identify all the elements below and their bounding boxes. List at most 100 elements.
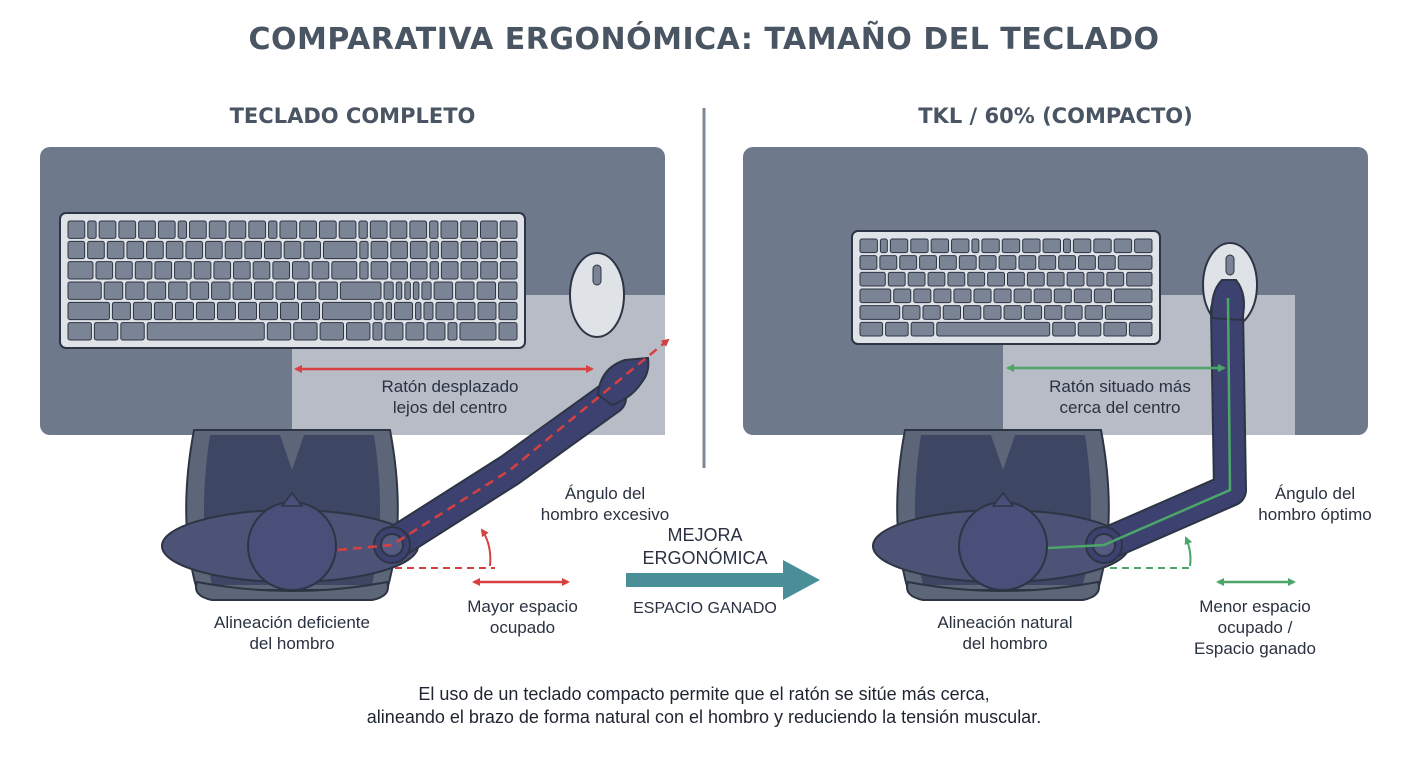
right-key (1052, 321, 1076, 337)
right-key (1113, 288, 1153, 304)
left-key (456, 301, 476, 321)
right-key (981, 238, 1000, 254)
right-key (958, 255, 977, 270)
left-key (248, 220, 267, 239)
left-key (372, 322, 383, 341)
left-key (331, 261, 358, 280)
left-key (390, 261, 408, 280)
left-key (480, 261, 498, 280)
left-key (322, 240, 358, 260)
left-key (322, 301, 372, 321)
right-key (879, 238, 888, 254)
left-key (384, 322, 404, 341)
left-key (303, 240, 321, 260)
left-key (106, 240, 125, 260)
right-key (1103, 321, 1127, 337)
center-space-label: ESPACIO GANADO (633, 600, 777, 617)
left-key (67, 240, 86, 260)
right-key (1128, 321, 1153, 337)
right-arm-angle-line (1047, 297, 1232, 550)
left-panel (40, 147, 670, 601)
left-key (405, 322, 425, 341)
right-key (859, 238, 878, 254)
left-key (358, 220, 368, 239)
left-key (213, 261, 232, 280)
left-key (370, 240, 389, 260)
right-key (1097, 255, 1116, 270)
right-head (958, 501, 1048, 591)
right-key (889, 238, 909, 254)
right-key (1042, 238, 1061, 254)
right-key (942, 305, 962, 320)
left-panel-title: TECLADO COMPLETO (229, 104, 476, 128)
left-key (87, 220, 97, 239)
left-key (189, 281, 210, 300)
left-key (153, 301, 173, 321)
left-key (369, 220, 388, 239)
left-key (174, 261, 192, 280)
left-key (499, 220, 518, 239)
left-key (301, 301, 321, 321)
center-improvement-label: MEJORA ERGONÓMICA (642, 525, 768, 568)
right-key (978, 255, 997, 270)
left-key (409, 220, 428, 239)
left-key (254, 281, 274, 300)
left-key (429, 220, 439, 239)
left-key (93, 322, 119, 341)
right-chair-notch (991, 435, 1015, 470)
right-key (893, 288, 912, 304)
right-mouse-label: Ratón situado más cerca del centro (1049, 377, 1191, 417)
right-key (859, 305, 901, 320)
left-key (311, 261, 330, 280)
right-key (1106, 271, 1125, 287)
right-key (1113, 238, 1133, 254)
left-key (389, 220, 408, 239)
right-key (1093, 238, 1112, 254)
left-key (120, 322, 145, 341)
right-key (983, 305, 1002, 320)
right-key (971, 238, 980, 254)
left-key (87, 240, 105, 260)
right-key (1064, 305, 1083, 320)
right-key (1013, 288, 1032, 304)
left-key (373, 301, 384, 321)
left-key (211, 281, 231, 300)
right-key (1058, 255, 1077, 270)
left-mouse-label: Ratón desplazado lejos del centro (381, 377, 519, 417)
left-key (346, 322, 371, 341)
left-hand (596, 356, 650, 407)
left-key (383, 281, 394, 300)
left-key (339, 281, 382, 300)
left-key (409, 261, 428, 280)
left-key (318, 220, 337, 239)
left-key (423, 301, 434, 321)
right-key (1062, 238, 1071, 254)
left-key (390, 240, 408, 260)
left-key (146, 322, 265, 341)
left-key (279, 220, 298, 239)
right-key (1104, 305, 1153, 320)
right-key (859, 321, 884, 337)
right-key (902, 305, 921, 320)
right-key (859, 255, 878, 270)
left-key (157, 220, 176, 239)
right-key (1022, 238, 1041, 254)
left-key (154, 261, 173, 280)
right-key (967, 271, 986, 287)
left-key (459, 322, 497, 341)
left-key (283, 240, 302, 260)
right-key (1086, 271, 1105, 287)
left-key (299, 220, 317, 239)
left-key (476, 281, 497, 300)
left-key (174, 301, 194, 321)
right-key (899, 255, 918, 270)
left-key (103, 281, 124, 300)
left-key (318, 281, 338, 300)
left-angle-arc (480, 528, 492, 567)
right-key (859, 288, 892, 304)
right-key (1038, 255, 1057, 270)
left-key (185, 240, 204, 260)
left-key (237, 301, 257, 321)
